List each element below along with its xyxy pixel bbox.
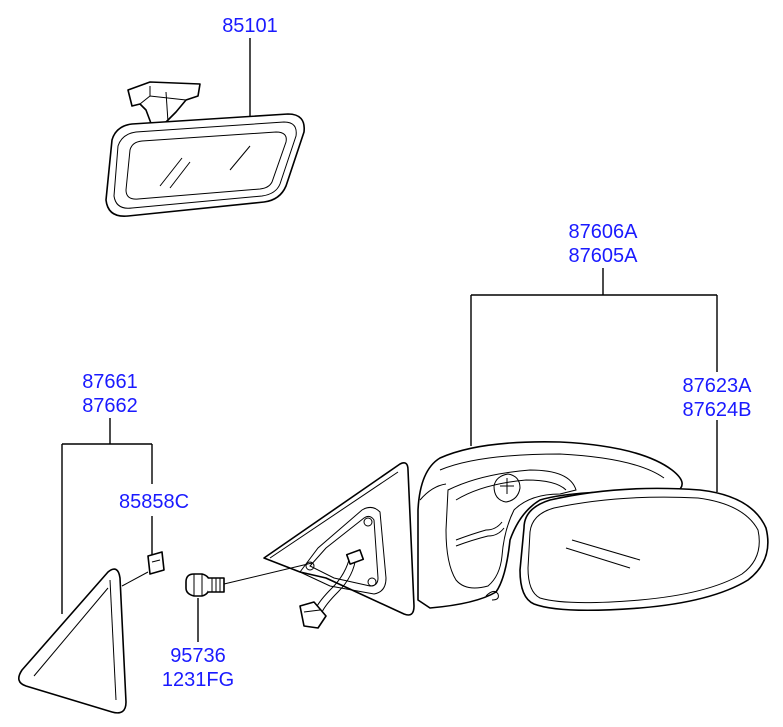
label-87606A: 87606A	[569, 221, 639, 243]
screw-install-line	[223, 562, 313, 585]
label-87624B: 87624B	[683, 399, 752, 421]
label-85858C: 85858C	[119, 491, 189, 513]
screw-drawing	[185, 573, 225, 597]
mirror-base-plate-drawing	[263, 462, 415, 629]
mirror-glass-drawing	[519, 487, 769, 612]
label-95736: 95736	[170, 645, 226, 667]
label-1231FG: 1231FG	[162, 669, 234, 691]
label-87662: 87662	[82, 395, 138, 417]
clip-drawing	[147, 551, 165, 575]
label-85101: 85101	[222, 15, 278, 37]
rear-view-mirror-drawing	[105, 81, 305, 217]
label-87661: 87661	[82, 371, 138, 393]
clip-install-line	[121, 571, 149, 587]
label-87623A: 87623A	[683, 375, 753, 397]
garnish-drawing	[18, 568, 127, 714]
label-87605A: 87605A	[569, 245, 639, 267]
